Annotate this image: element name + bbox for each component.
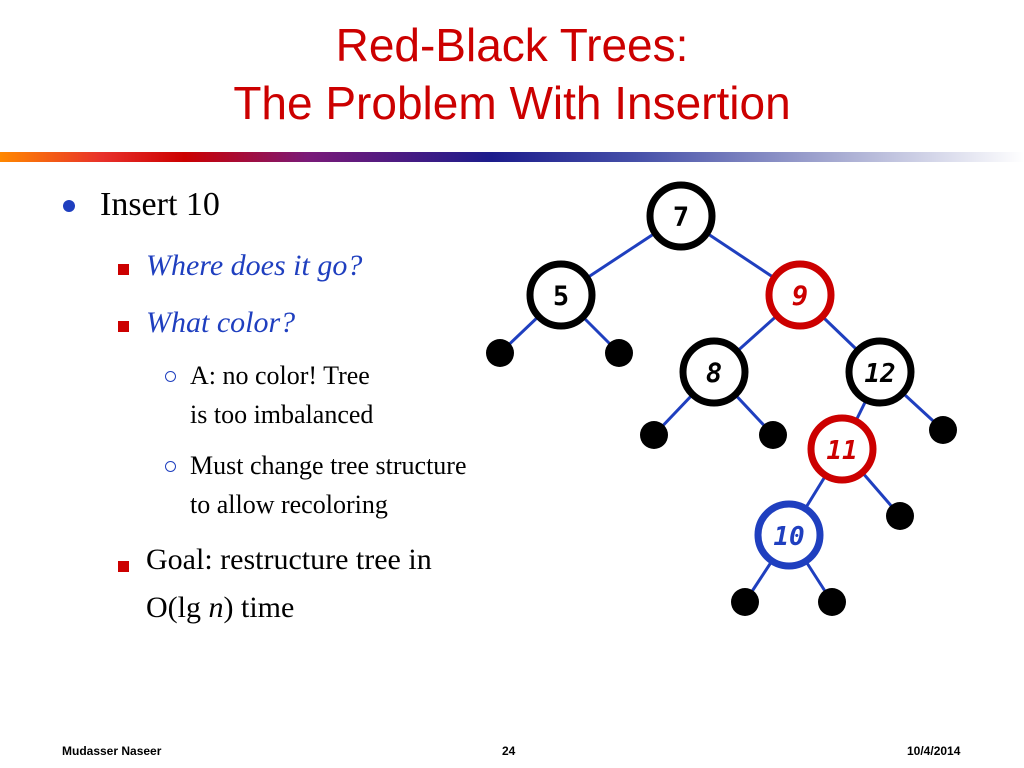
title-divider — [0, 152, 1024, 162]
node-10-circle — [754, 500, 824, 570]
node-9-circle — [765, 260, 835, 330]
nil-leaf — [929, 416, 957, 444]
bullet-change-structure-line-1: Must change tree structure — [190, 451, 467, 480]
goal-variable-n: n — [208, 591, 224, 624]
node-9-label: 9 — [792, 281, 808, 312]
bullet-dot-icon — [63, 200, 75, 212]
node-12: 12 — [845, 337, 915, 407]
node-5-label: 5 — [553, 281, 569, 312]
node-5: 5 — [526, 260, 596, 330]
bullet-no-color-line-2: is too imbalanced — [190, 400, 374, 429]
bullet-goal-line-1: Goal: restructure tree in — [146, 543, 432, 576]
node-7-circle — [646, 181, 716, 251]
square-bullet-icon — [118, 561, 129, 572]
nil-leaf — [486, 339, 514, 367]
bullet-where-does-it-go: Where does it go? — [146, 249, 363, 282]
nil-leaf — [640, 421, 668, 449]
goal-text-post: ) time — [223, 591, 295, 624]
bullet-insert-10: Insert 10 — [100, 186, 220, 223]
nil-leaf — [818, 588, 846, 616]
title-line-2: The Problem With Insertion — [233, 77, 791, 129]
square-bullet-icon — [118, 321, 129, 332]
goal-text-pre: O(lg — [146, 591, 209, 624]
bullet-change-structure-line-2: to allow recoloring — [190, 490, 388, 519]
footer-author: Mudasser Naseer — [62, 744, 162, 758]
nil-leaf — [759, 421, 787, 449]
node-11-label: 11 — [826, 436, 857, 466]
node-7: 7 — [646, 181, 716, 251]
node-11-circle — [807, 414, 877, 484]
title-line-1: Red-Black Trees: — [335, 19, 689, 71]
nil-leaf — [731, 588, 759, 616]
node-5-circle — [526, 260, 596, 330]
node-12-label: 12 — [864, 359, 895, 389]
circle-bullet-icon — [165, 371, 176, 382]
node-7-label: 7 — [673, 202, 689, 233]
node-8: 8 — [679, 337, 749, 407]
bullet-what-color: What color? — [146, 306, 296, 339]
nil-leaves — [486, 339, 957, 616]
node-8-circle — [679, 337, 749, 407]
square-bullet-icon — [118, 264, 129, 275]
node-12-circle — [845, 337, 915, 407]
node-10: 10 — [754, 500, 824, 570]
nil-leaf — [886, 502, 914, 530]
footer-date: 10/4/2014 — [907, 744, 961, 758]
node-10-label: 10 — [773, 522, 804, 552]
circle-bullet-icon — [165, 461, 176, 472]
nil-leaf — [605, 339, 633, 367]
slide-title: Red-Black Trees: The Problem With Insert… — [0, 16, 1024, 132]
node-8-label: 8 — [706, 358, 722, 389]
node-9: 9 — [765, 260, 835, 330]
footer-page-number: 24 — [502, 744, 516, 758]
bullet-no-color-line-1: A: no color! Tree — [190, 361, 370, 390]
bullet-goal-line-2: O(lg n) time — [146, 591, 294, 625]
node-11: 11 — [807, 414, 877, 484]
